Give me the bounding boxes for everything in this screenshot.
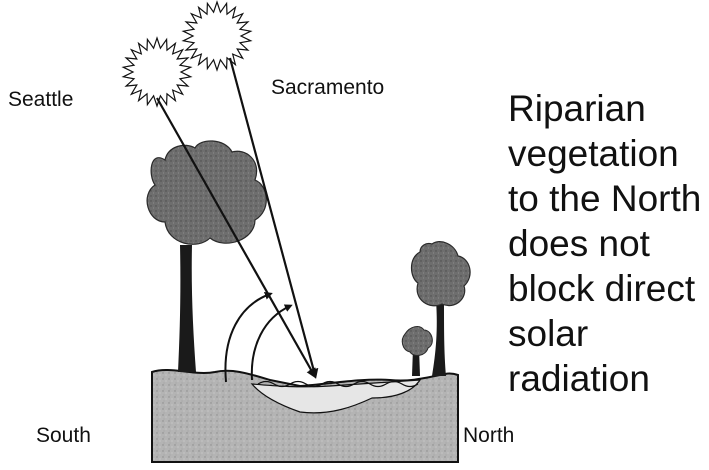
north-tree-canopy — [412, 242, 471, 306]
caption-line: to the North — [508, 176, 708, 221]
caption-line: block direct — [508, 266, 708, 311]
caption-line: does not — [508, 221, 708, 266]
north-label: North — [463, 424, 514, 448]
south-tree-canopy — [147, 141, 266, 244]
seattle-sun-icon — [123, 38, 190, 106]
north-tree-trunk — [432, 300, 446, 376]
south-tree-trunk — [178, 245, 196, 372]
sacramento-label: Sacramento — [271, 76, 384, 100]
sacramento-angle-arc — [252, 306, 290, 380]
caption-line: Riparian — [508, 86, 708, 131]
seattle-label: Seattle — [8, 88, 73, 112]
north-shrub-canopy — [402, 327, 432, 356]
sacramento-sun-icon — [183, 2, 250, 70]
south-label: South — [36, 424, 91, 448]
seattle-angle-arc — [225, 294, 270, 382]
caption-line: vegetation — [508, 131, 708, 176]
caption-line: solar — [508, 311, 708, 356]
caption-text: Riparian vegetation to the North does no… — [508, 86, 708, 401]
caption-line: radiation — [508, 356, 708, 401]
